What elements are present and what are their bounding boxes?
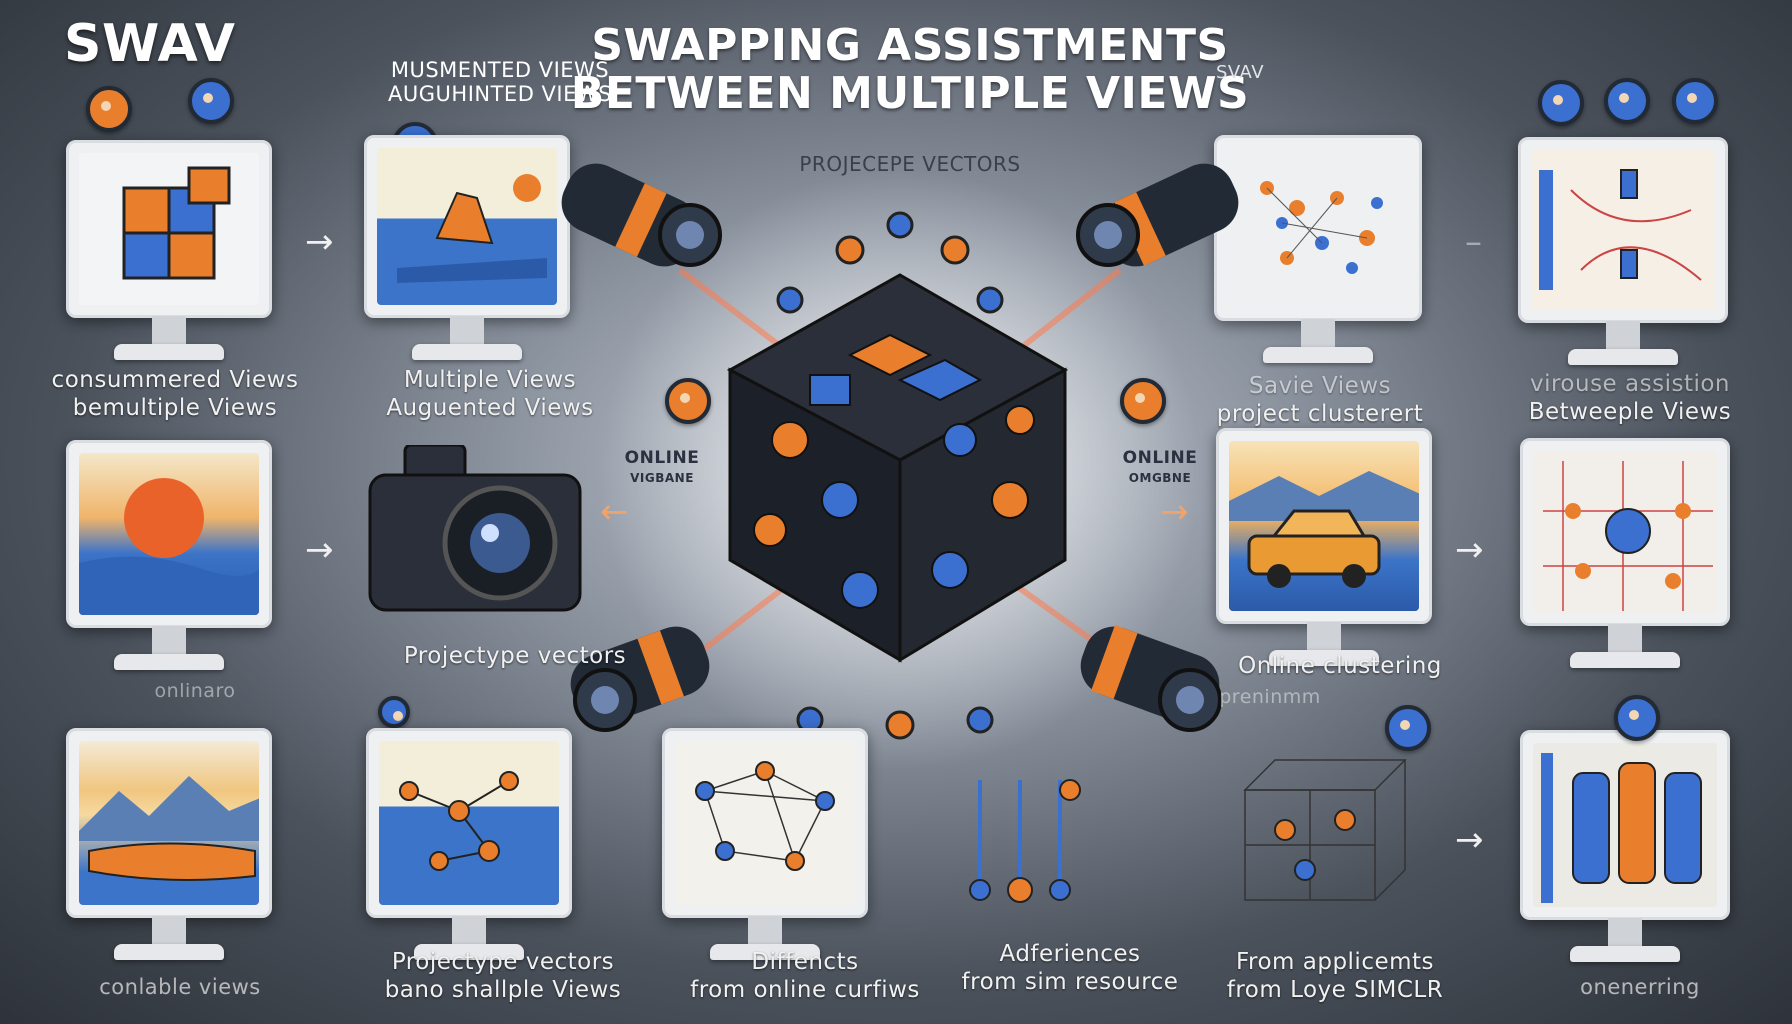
online-right-label: ONLINE OMGBNE: [1110, 448, 1210, 488]
left1-line-b: bemultiple Views: [72, 395, 278, 421]
monitor-car: [1216, 428, 1432, 666]
cluster-scatter: [1260, 181, 1383, 274]
camera-lens-bottom-right: [1080, 625, 1222, 732]
far-right1-line-a: virouse assistion: [1529, 371, 1731, 397]
bottom-4-line-a: Adferiences: [999, 941, 1141, 967]
mid1-line-a: Multiple Views: [403, 367, 577, 393]
camera-body-icon: [368, 445, 582, 612]
bottom-5-line-a: From applicemts: [1235, 949, 1435, 975]
arrow-right-icon: →: [305, 530, 334, 570]
camera-lens-top-left: [561, 163, 722, 267]
camera-lens-bottom-left: [570, 626, 710, 732]
online-left-line-2: VIGBANE: [630, 471, 694, 485]
bottom-6-label: onenerring: [1580, 975, 1700, 999]
grid-cube-icon: [1243, 759, 1407, 901]
node-icon: [1672, 78, 1718, 124]
online-left-line-1: ONLINE: [624, 448, 700, 468]
bottom-4-label: Adferiences from sim resource: [940, 940, 1200, 996]
bottom-2-line-a: Projectype vectors: [391, 949, 615, 975]
node-icon: [1604, 78, 1650, 124]
top-aug-line-1: MUSMENTED VIEWS: [390, 58, 610, 82]
arrow-right-icon: →: [1160, 492, 1189, 532]
sunset-scene: [79, 478, 259, 615]
bottom-2-line-b: bano shallple Views: [384, 977, 622, 1003]
node-icon: [1385, 705, 1431, 751]
bottom-3-label: Diffencts from online curfiws: [655, 948, 955, 1004]
right1-line-a: Savie Views: [1248, 373, 1392, 399]
cubes-illustration: [122, 166, 231, 280]
arrow-right-icon: →: [1455, 820, 1484, 860]
monitor-network-blue: [366, 728, 572, 960]
graph-nodes: [695, 761, 835, 871]
right1-label: Savie Views project clusterert: [1180, 372, 1460, 428]
mountain-scene: [79, 776, 259, 881]
bottom-5-line-b: from Loye SIMCLR: [1226, 977, 1444, 1003]
brand-title: SWAV: [64, 14, 236, 74]
title-line-2: BETWEEN MULTIPLE VIEWS: [570, 68, 1250, 119]
monitor-mountains: [66, 728, 272, 960]
augmented-scene: [397, 174, 547, 283]
car-scene: [1229, 471, 1419, 588]
globe-icon: [188, 78, 234, 124]
node-icon: [1538, 80, 1584, 126]
bottom-5-label: From applicemts from Loye SIMCLR: [1190, 948, 1480, 1004]
projectype-left-label: Projectype vectors: [403, 643, 627, 669]
bottom-1-label: conlable views: [99, 975, 261, 999]
monitor-cubes: [66, 140, 272, 360]
orange-node-icon: [665, 378, 711, 424]
left1-line-a: consummered Views: [51, 367, 299, 393]
monitor-augmented: [364, 135, 570, 360]
monitor-graph-grid: [1520, 438, 1730, 668]
top-aug-line-2: AUGUHINTED VIEWS: [388, 82, 612, 106]
node-icon: [378, 696, 410, 728]
central-cube-diagram: [561, 163, 1239, 770]
fork-nodes-icon: [969, 779, 1081, 903]
bottom-4-line-b: from sim resource: [961, 969, 1179, 995]
monitor-graph-nodes: [662, 728, 868, 960]
monitor-clusters: [1214, 135, 1422, 363]
faded-right-label: preninmm: [1219, 686, 1321, 708]
node-icon: [1614, 695, 1660, 741]
bottom-3-line-b: from online curfiws: [690, 977, 920, 1003]
far-right1-line-b: Betweeple Views: [1528, 399, 1732, 425]
right1-line-b: project clusterert: [1216, 401, 1424, 427]
online-right-line-2: OMGBNE: [1128, 471, 1192, 485]
arrow-right-icon: →: [1455, 530, 1484, 570]
network-nodes: [399, 771, 519, 871]
mid1-label: Multiple Views Auguented Views: [350, 366, 630, 422]
orange-node-icon: [86, 86, 132, 132]
main-title: SWAPPING ASSISTMENTS BETWEEN MULTIPLE VI…: [560, 22, 1260, 118]
title-line-1: SWAPPING ASSISTMENTS: [591, 20, 1229, 71]
online-left-label: ONLINE VIGBANE: [612, 448, 712, 488]
network-map: [1539, 169, 1702, 290]
monitor-sunset: [66, 440, 272, 670]
camera-lens-top-right: [1076, 163, 1239, 267]
arrow-right-icon: →: [305, 222, 334, 262]
monitor-database: [1520, 730, 1730, 962]
orange-node-icon: [1120, 378, 1166, 424]
top-augmented-label: MUSMENTED VIEWS AUGUHINTED VIEWS: [350, 58, 650, 106]
bottom-2-label: Projectype vectors bano shallple Views: [358, 948, 648, 1004]
arrow-right-icon: –: [1465, 222, 1482, 262]
database-stacks: [1541, 753, 1702, 903]
mid1-line-b: Auguented Views: [386, 395, 594, 421]
graph-grid: [1543, 461, 1713, 611]
bottom-3-line-a: Diffencts: [751, 949, 859, 975]
arrow-left-icon: ←: [600, 492, 629, 532]
online-right-line-1: ONLINE: [1122, 448, 1198, 468]
top-right-small-label: SVAV: [1215, 62, 1265, 83]
left1-label: consummered Views bemultiple Views: [30, 366, 320, 422]
far-right1-label: virouse assistion Betweeple Views: [1490, 370, 1770, 426]
online-clustering-label: Online clustering: [1238, 653, 1442, 679]
faded-left-label: onlinaro: [154, 680, 236, 702]
monitor-network-map: [1518, 137, 1728, 365]
